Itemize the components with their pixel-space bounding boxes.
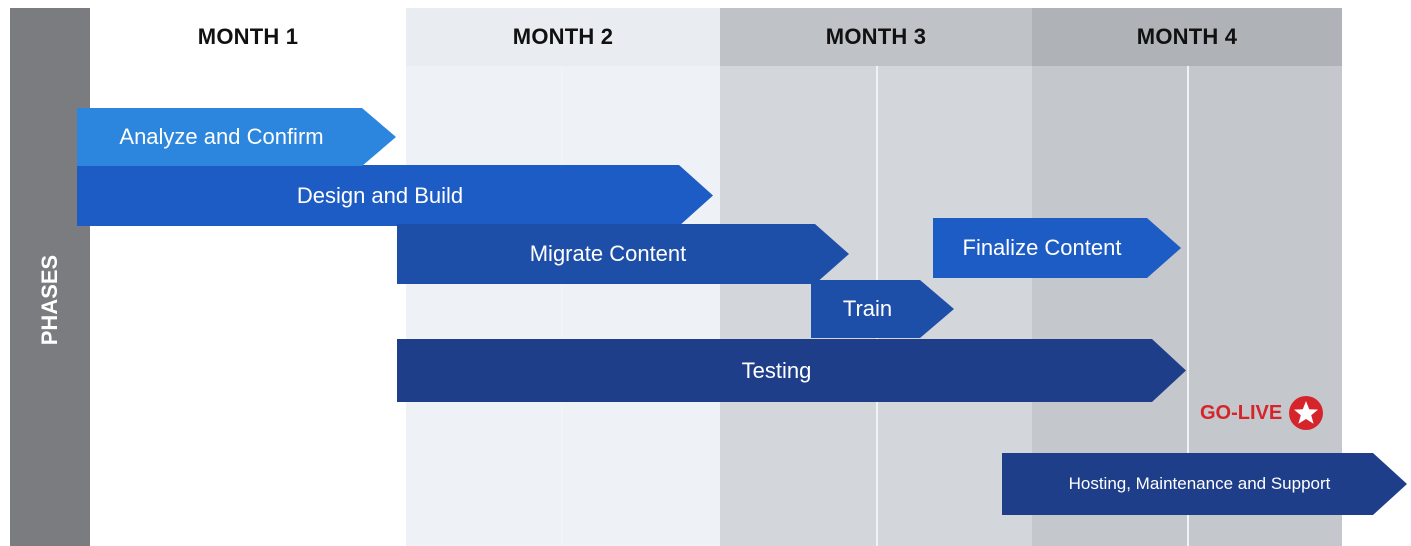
month-1-header: MONTH 1 <box>90 8 406 66</box>
phase-arrow-finalize-content: Finalize Content <box>933 218 1181 278</box>
phase-label: Design and Build <box>296 182 464 208</box>
go-live-label: GO-LIVE <box>1200 401 1283 424</box>
phase-label: Analyze and Confirm <box>119 124 324 149</box>
go-live-milestone: GO-LIVE <box>1200 395 1324 431</box>
phase-label: Testing <box>741 357 812 383</box>
phase-arrow-testing: Testing <box>397 339 1186 402</box>
phase-arrow-design-and-build: Design and Build <box>77 165 713 226</box>
phase-arrow-analyze-and-confirm: Analyze and Confirm <box>77 108 396 166</box>
month-4-divider <box>1187 66 1189 546</box>
phase-arrow-hosting-maintenance-support: Hosting, Maintenance and Support <box>1002 453 1407 515</box>
phase-arrow-migrate-content: Migrate Content <box>397 224 849 284</box>
month-2-divider <box>561 66 563 546</box>
month-1-column <box>90 8 406 546</box>
month-3-header: MONTH 3 <box>720 8 1032 66</box>
phase-label: Finalize Content <box>962 235 1122 260</box>
phase-arrow-train: Train <box>811 280 954 338</box>
phase-label: Hosting, Maintenance and Support <box>1068 474 1331 493</box>
star-icon <box>1289 396 1324 430</box>
phase-label: Train <box>842 296 893 321</box>
phases-label: PHASES <box>37 254 62 346</box>
month-4-header: MONTH 4 <box>1032 8 1342 66</box>
phase-label: Migrate Content <box>529 241 687 266</box>
phases-sidebar <box>10 8 90 546</box>
month-2-header: MONTH 2 <box>406 8 720 66</box>
